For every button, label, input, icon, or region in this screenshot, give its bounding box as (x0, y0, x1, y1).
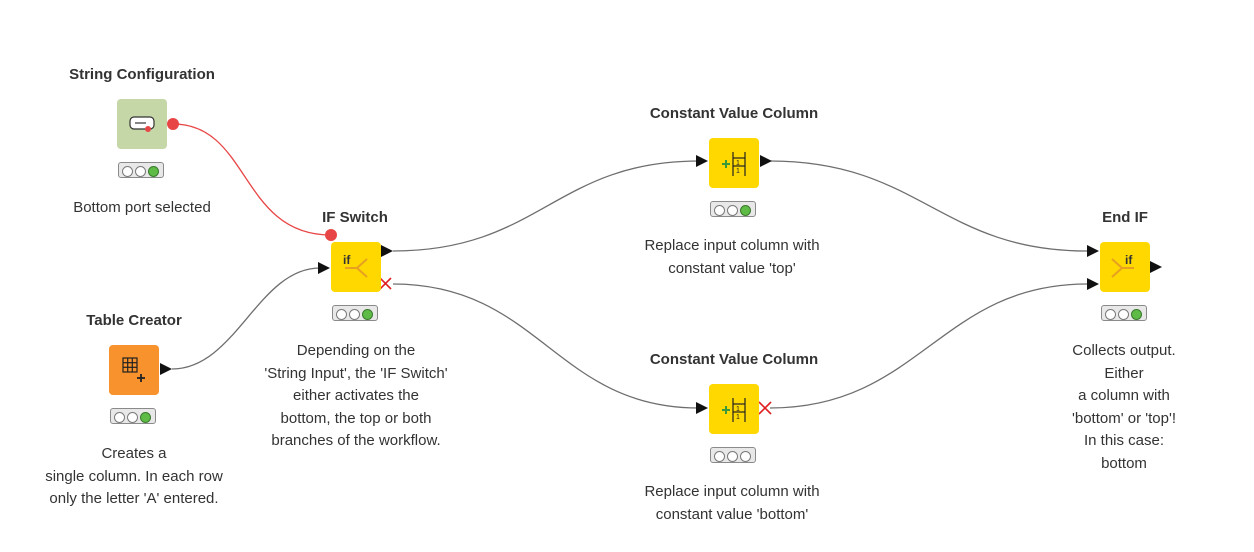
flow-variable-in-port[interactable] (325, 229, 337, 241)
table-creator-description: Creates a single column. In each row onl… (45, 445, 223, 507)
constant-top-description: Replace input column with constant value… (644, 237, 820, 277)
string-config-status (118, 162, 164, 178)
connection-table-creator-to-if-switch[interactable] (171, 267, 321, 370)
svg-text:1: 1 (736, 414, 740, 421)
constant-top-node[interactable]: 1 1 (709, 138, 759, 188)
if-switch-status (332, 305, 378, 321)
flow-variable-out-port[interactable] (167, 118, 179, 130)
end-if-bottom-in-port[interactable] (1087, 278, 1099, 290)
if-switch-top-out-port[interactable] (381, 245, 393, 257)
connection-if-switch-to-constant-bottom[interactable] (392, 283, 700, 409)
end-if-node[interactable]: if (1100, 242, 1150, 292)
end-if-out-port[interactable] (1150, 261, 1162, 273)
end-if-status (1101, 305, 1147, 321)
constant-bottom-title[interactable]: Constant Value Column (649, 351, 819, 368)
table-creator-out-port[interactable] (160, 363, 172, 375)
end-if-icon: if (1111, 253, 1134, 278)
svg-text:1: 1 (736, 168, 740, 175)
constant-value-icon: 1 1 (722, 152, 746, 176)
constant-top-out-port[interactable] (760, 155, 772, 167)
end-if-title[interactable]: End IF (1102, 209, 1148, 226)
string-config-node[interactable] (117, 99, 167, 149)
constant-bottom-status (710, 447, 756, 463)
if-switch-bottom-out-port-inactive[interactable] (379, 277, 392, 290)
constant-top-title[interactable]: Constant Value Column (649, 105, 819, 122)
table-creator-node[interactable] (109, 345, 159, 395)
table-icon (122, 357, 145, 382)
if-switch-title[interactable]: IF Switch (322, 209, 388, 226)
end-if-description: Collects output. Either a column with 'b… (1071, 342, 1176, 472)
constant-top-status (710, 201, 756, 217)
end-if-top-in-port[interactable] (1087, 245, 1099, 257)
constant-top-in-port[interactable] (696, 155, 708, 167)
svg-text:1: 1 (736, 406, 740, 413)
string-config-title[interactable]: String Configuration (69, 66, 215, 83)
if-switch-in-port[interactable] (318, 262, 330, 274)
svg-text:1: 1 (736, 160, 740, 167)
table-creator-status (110, 408, 156, 424)
table-creator-title[interactable]: Table Creator (86, 312, 182, 329)
connection-constant-bottom-to-end-if[interactable] (769, 283, 1088, 409)
flow-variable-connection[interactable] (172, 123, 332, 236)
if-switch-description: Depending on the 'String Input', the 'IF… (264, 342, 448, 449)
svg-text:if: if (343, 253, 351, 267)
constant-bottom-in-port[interactable] (696, 402, 708, 414)
svg-text:if: if (1125, 253, 1133, 267)
string-input-icon (129, 116, 155, 132)
if-switch-node[interactable]: if (331, 242, 381, 292)
connection-if-switch-to-constant-top[interactable] (392, 160, 700, 252)
connection-constant-top-to-end-if[interactable] (769, 160, 1088, 252)
if-switch-icon: if (343, 253, 368, 278)
constant-bottom-description: Replace input column with constant value… (644, 483, 820, 523)
string-config-description: Bottom port selected (73, 199, 211, 216)
constant-value-icon: 1 1 (722, 398, 746, 422)
constant-bottom-node[interactable]: 1 1 (709, 384, 759, 434)
constant-bottom-out-port-inactive[interactable] (758, 401, 772, 415)
